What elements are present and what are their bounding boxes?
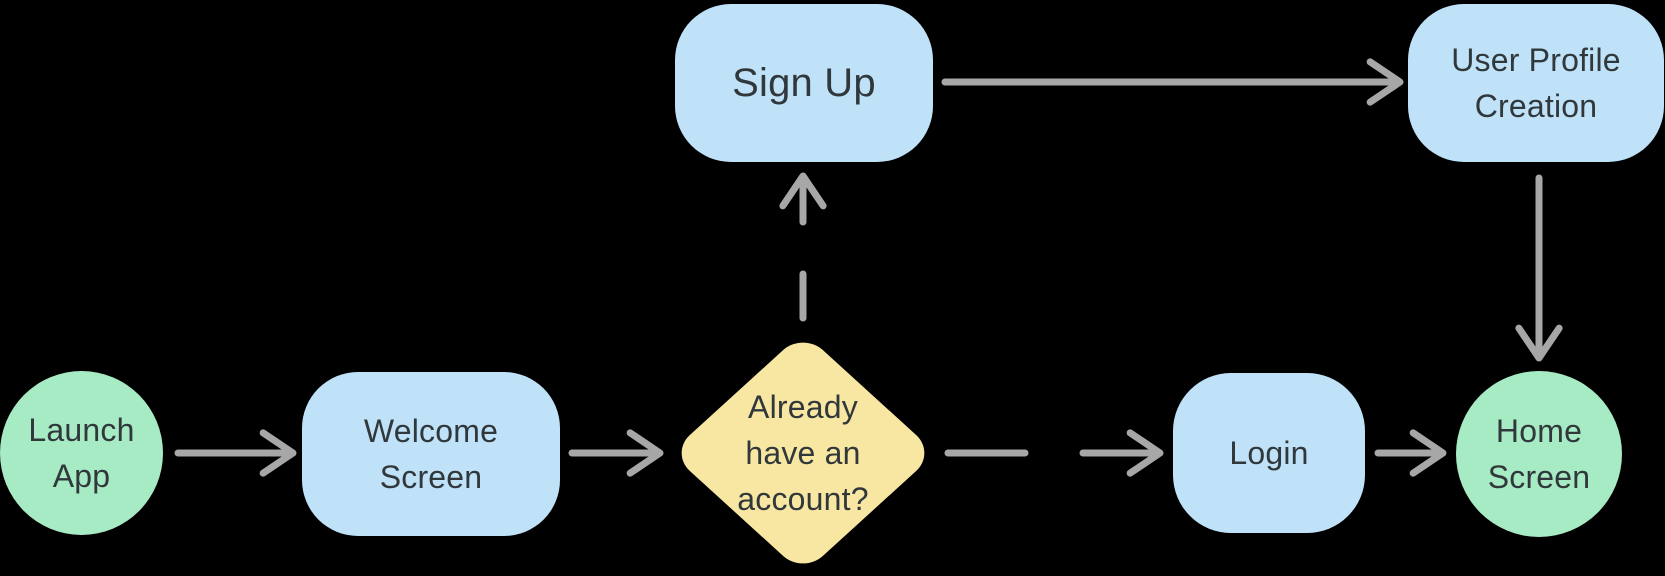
node-launch-app[interactable]: Launch App: [0, 371, 163, 535]
arrow-decision-to-login: [944, 429, 1164, 477]
node-user-profile-creation[interactable]: User Profile Creation: [1408, 4, 1664, 162]
node-welcome-screen[interactable]: Welcome Screen: [302, 372, 560, 536]
node-decision-already-have-account[interactable]: Already have an account?: [670, 332, 936, 574]
arrow-decision-to-sign-up: [779, 172, 827, 322]
node-label: Welcome Screen: [363, 413, 499, 495]
node-sign-up[interactable]: Sign Up: [675, 4, 933, 162]
node-label: Login: [1229, 435, 1309, 471]
arrow-user-profile-creation-to-home-screen: [1515, 174, 1563, 362]
arrow-launch-app-to-welcome-screen: [174, 429, 297, 477]
node-label: Home Screen: [1487, 413, 1591, 495]
arrow-login-to-home-screen: [1374, 429, 1447, 477]
arrow-sign-up-to-user-profile-creation: [941, 58, 1404, 106]
node-label: Launch App: [28, 412, 135, 494]
arrow-welcome-screen-to-decision: [568, 429, 664, 477]
node-label: User Profile Creation: [1451, 42, 1621, 124]
node-login[interactable]: Login: [1173, 373, 1365, 533]
node-label: Sign Up: [732, 61, 876, 105]
node-label: Already have an account?: [737, 389, 869, 517]
node-home-screen[interactable]: Home Screen: [1456, 371, 1622, 537]
